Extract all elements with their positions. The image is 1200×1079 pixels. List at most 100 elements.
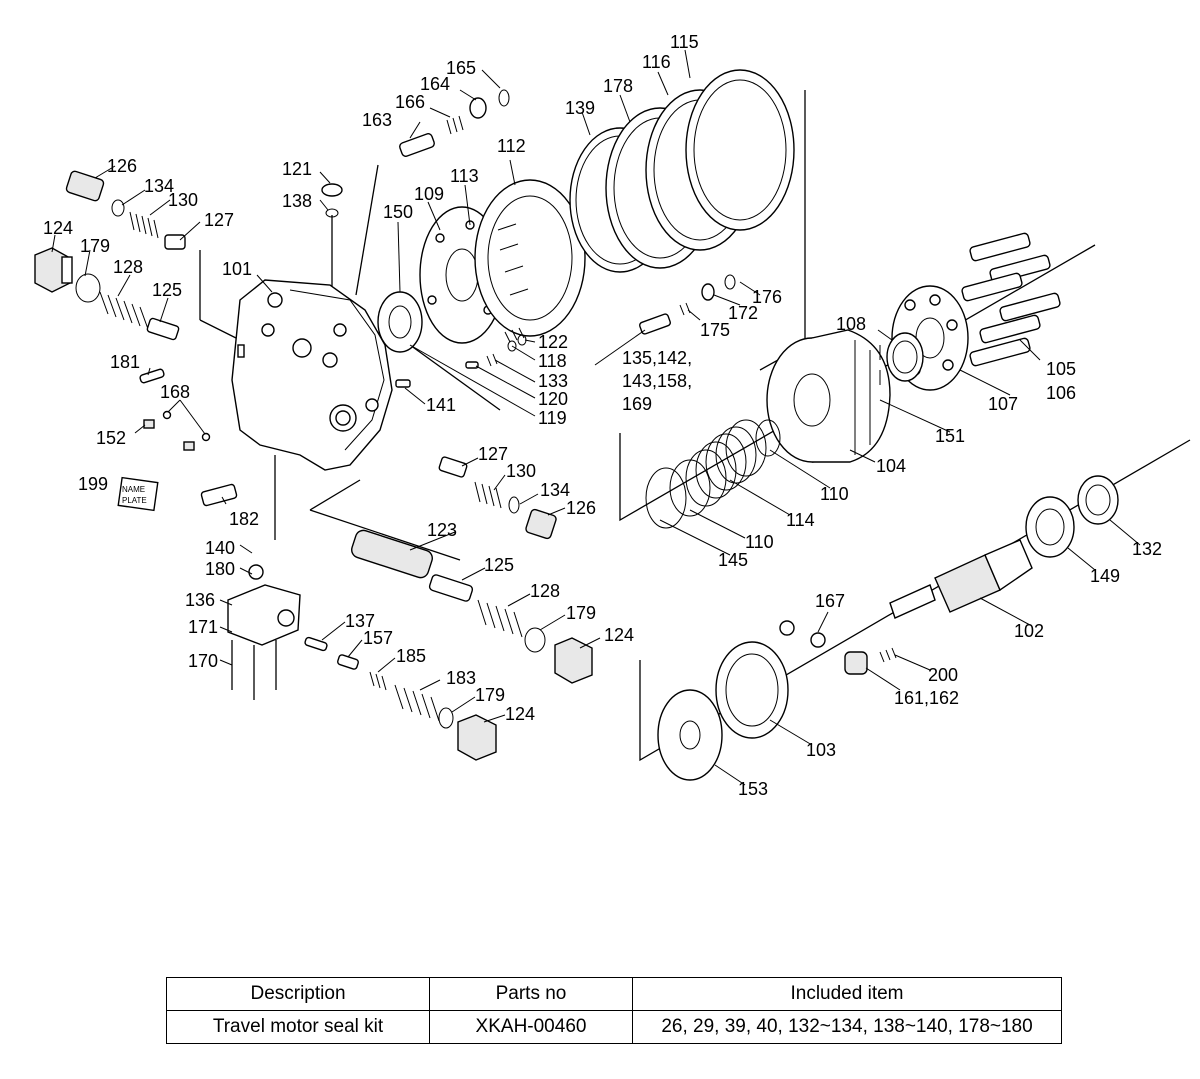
- left-valve-parts: [34, 170, 238, 512]
- callout-108: 108: [836, 314, 866, 334]
- callout-leaders: [51, 49, 1141, 786]
- cell-description: Travel motor seal kit: [166, 1010, 430, 1044]
- nameplate-line2: PLATE: [122, 496, 147, 505]
- callout-185: 185: [396, 646, 426, 666]
- callout-118: 118: [538, 351, 567, 371]
- callout-135c: 169: [622, 394, 652, 414]
- callout-140: 140: [205, 538, 235, 558]
- callout-179b: 179: [566, 603, 596, 623]
- top-small-parts: [321, 89, 510, 218]
- callout-157: 157: [363, 628, 393, 648]
- callout-134b: 134: [540, 480, 570, 500]
- callout-163: 163: [362, 110, 392, 130]
- callout-152: 152: [96, 428, 126, 448]
- callout-137: 137: [345, 611, 375, 631]
- callout-106: 106: [1046, 383, 1076, 403]
- center-spool-parts: [304, 456, 593, 761]
- callout-labels: 126 134 130 127 124 179 128 125 101 181 …: [43, 32, 1162, 799]
- callout-109: 109: [414, 184, 444, 204]
- callout-168: 168: [160, 382, 190, 402]
- callout-161: 161,162: [894, 688, 959, 708]
- callout-126b: 126: [566, 498, 596, 518]
- callout-182: 182: [229, 509, 259, 529]
- callout-153: 153: [738, 779, 768, 799]
- callout-103: 103: [806, 740, 836, 760]
- pistons-105: [961, 232, 1061, 367]
- column-header-description: Description: [166, 977, 430, 1011]
- swash-plate-103: [657, 620, 897, 781]
- callout-121: 121: [282, 159, 312, 179]
- cell-included-item: 26, 29, 39, 40, 132~134, 138~140, 178~18…: [632, 1010, 1062, 1044]
- callout-105: 105: [1046, 359, 1076, 379]
- callout-123: 123: [427, 520, 457, 540]
- callout-130b: 130: [506, 461, 536, 481]
- callout-151: 151: [935, 426, 965, 446]
- callout-120: 120: [538, 389, 568, 409]
- callout-127a: 127: [204, 210, 234, 230]
- callout-122: 122: [538, 332, 568, 352]
- friction-plates: [569, 69, 795, 273]
- callout-179c: 179: [475, 685, 505, 705]
- callout-167: 167: [815, 591, 845, 611]
- callout-145: 145: [718, 550, 748, 570]
- callout-135: 135,142,: [622, 348, 692, 368]
- column-header-included-item: Included item: [632, 977, 1062, 1011]
- callout-124b: 124: [604, 625, 634, 645]
- callout-112: 112: [497, 136, 526, 156]
- callout-119: 119: [538, 408, 567, 428]
- callout-141: 141: [426, 395, 456, 415]
- column-header-parts-no: Parts no: [429, 977, 633, 1011]
- callout-104: 104: [876, 456, 906, 476]
- callout-176: 176: [752, 287, 782, 307]
- cylinder-block-104: [766, 329, 891, 463]
- motor-housing-101: [231, 279, 393, 471]
- callout-134a: 134: [144, 176, 174, 196]
- callout-183: 183: [446, 668, 476, 688]
- callout-124a: 124: [43, 218, 73, 238]
- callout-181: 181: [110, 352, 140, 372]
- callout-175: 175: [700, 320, 730, 340]
- callout-164: 164: [420, 74, 450, 94]
- callout-165: 165: [446, 58, 476, 78]
- cell-parts-no: XKAH-00460: [429, 1010, 633, 1044]
- table-row: Travel motor seal kit XKAH-00460 26, 29,…: [166, 1010, 1062, 1044]
- callout-110a: 110: [820, 484, 849, 504]
- table-header-row: Description Parts no Included item: [166, 977, 1062, 1011]
- bearing-150: [377, 291, 423, 353]
- callout-127b: 127: [478, 444, 508, 464]
- nameplate-line1: NAME: [122, 485, 145, 494]
- callout-172: 172: [728, 303, 758, 323]
- callout-139: 139: [565, 98, 595, 118]
- callout-116: 116: [642, 52, 671, 72]
- callout-130a: 130: [168, 190, 198, 210]
- callout-166: 166: [395, 92, 425, 112]
- callout-107: 107: [988, 394, 1018, 414]
- callout-180: 180: [205, 559, 235, 579]
- callout-138: 138: [282, 191, 312, 211]
- callout-150: 150: [383, 202, 413, 222]
- callout-114: 114: [786, 510, 815, 530]
- callout-170: 170: [188, 651, 218, 671]
- callout-125b: 125: [484, 555, 514, 575]
- callout-110b: 110: [745, 532, 774, 552]
- callout-115: 115: [670, 32, 699, 52]
- callout-136: 136: [185, 590, 215, 610]
- callout-102: 102: [1014, 621, 1044, 641]
- spring-set-114: [645, 419, 781, 529]
- valve-block-136: [227, 564, 301, 700]
- callout-128a: 128: [113, 257, 143, 277]
- small-springs: [395, 274, 736, 388]
- callout-133: 133: [538, 371, 568, 391]
- callout-200: 200: [928, 665, 958, 685]
- callout-126a: 126: [107, 156, 137, 176]
- callout-125a: 125: [152, 280, 182, 300]
- retainer-plate-107: [886, 285, 969, 391]
- callout-135b: 143,158,: [622, 371, 692, 391]
- drive-shaft-102: [889, 475, 1119, 619]
- callout-199: 199: [78, 474, 108, 494]
- callout-113: 113: [450, 166, 479, 186]
- piston-112: [474, 179, 586, 337]
- callout-179a: 179: [80, 236, 110, 256]
- callout-128b: 128: [530, 581, 560, 601]
- callout-149: 149: [1090, 566, 1120, 586]
